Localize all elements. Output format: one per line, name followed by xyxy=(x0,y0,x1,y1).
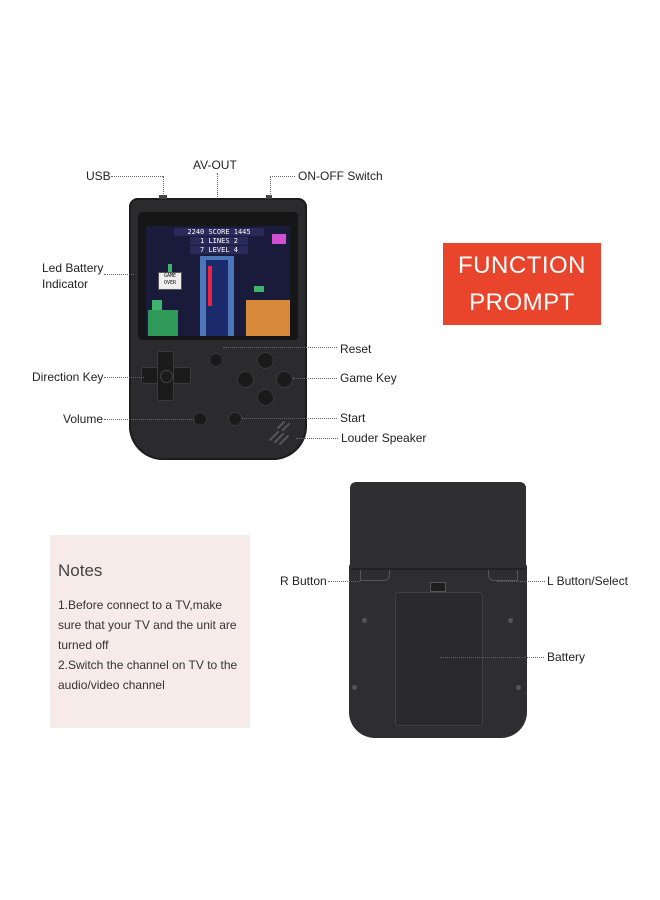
screw xyxy=(508,618,513,623)
usb-port xyxy=(159,195,167,199)
screw xyxy=(362,618,367,623)
usb-label: USB xyxy=(86,169,111,183)
notes-line: 2.Switch the channel on TV to the xyxy=(58,658,238,672)
pixel-blocks-left-top xyxy=(152,300,162,310)
r-button[interactable] xyxy=(360,570,390,581)
start-label: Start xyxy=(340,411,366,425)
pixel-piece-right xyxy=(254,286,264,292)
screw xyxy=(516,685,521,690)
notes-line: audio/video channel xyxy=(58,678,165,692)
start-button[interactable] xyxy=(228,412,242,426)
banner-line-1: FUNCTION xyxy=(458,251,586,279)
dpad-center xyxy=(160,370,173,383)
level-readout: 7 LEVEL 4 xyxy=(190,246,248,254)
led-battery-label-2: Indicator xyxy=(42,277,89,291)
volume-button[interactable] xyxy=(193,412,207,426)
game-screen: 2240 SCORE 1445 1 LINES 2 7 LEVEL 4 GAME… xyxy=(146,226,290,336)
back-seam xyxy=(351,568,525,570)
pixel-blocks-right xyxy=(246,300,290,336)
pixel-piece xyxy=(168,264,172,272)
notes-box: Notes 1.Before connect to a TV,make sure… xyxy=(50,535,250,728)
speaker-grille-icon xyxy=(266,418,296,446)
led-battery-label-1: Led Battery xyxy=(42,261,104,275)
av-out-label: AV-OUT xyxy=(193,158,237,172)
reset-label: Reset xyxy=(340,342,372,356)
battery-cover xyxy=(395,592,483,726)
game-key-top[interactable] xyxy=(257,352,274,369)
lines-readout: 1 LINES 2 xyxy=(190,237,248,245)
next-piece xyxy=(272,234,286,244)
l-button[interactable] xyxy=(488,570,518,581)
game-key-bottom[interactable] xyxy=(257,389,274,406)
game-key-left[interactable] xyxy=(237,371,254,388)
game-key-right[interactable] xyxy=(276,371,293,388)
l-button-label: L Button/Select xyxy=(547,574,628,588)
battery-label: Battery xyxy=(547,650,586,664)
notes-line: 1.Before connect to a TV,make xyxy=(58,598,223,612)
function-prompt-banner: FUNCTION PROMPT xyxy=(443,243,601,325)
game-over-box: GAME OVER xyxy=(158,272,182,290)
game-over-text-1: GAME xyxy=(163,273,177,279)
notes-line: sure that your TV and the unit are xyxy=(58,618,237,632)
louder-speaker-label: Louder Speaker xyxy=(341,431,427,445)
back-clip xyxy=(430,582,446,592)
game-key-label: Game Key xyxy=(340,371,397,385)
on-off-label: ON-OFF Switch xyxy=(298,169,383,183)
pixel-column xyxy=(208,266,212,306)
banner-line-2: PROMPT xyxy=(469,289,575,316)
r-button-label: R Button xyxy=(280,574,327,588)
game-over-text-2: OVER xyxy=(163,280,177,286)
notes-title: Notes xyxy=(58,561,103,580)
back-flap xyxy=(350,482,526,568)
reset-button[interactable] xyxy=(209,353,223,367)
volume-label: Volume xyxy=(63,412,104,426)
pixel-blocks-left xyxy=(148,310,178,336)
direction-key-label: Direction Key xyxy=(32,370,104,384)
score-readout: 2240 SCORE 1445 xyxy=(174,228,264,236)
screw xyxy=(352,685,357,690)
notes-line: turned off xyxy=(58,638,109,652)
power-switch[interactable] xyxy=(266,195,272,199)
